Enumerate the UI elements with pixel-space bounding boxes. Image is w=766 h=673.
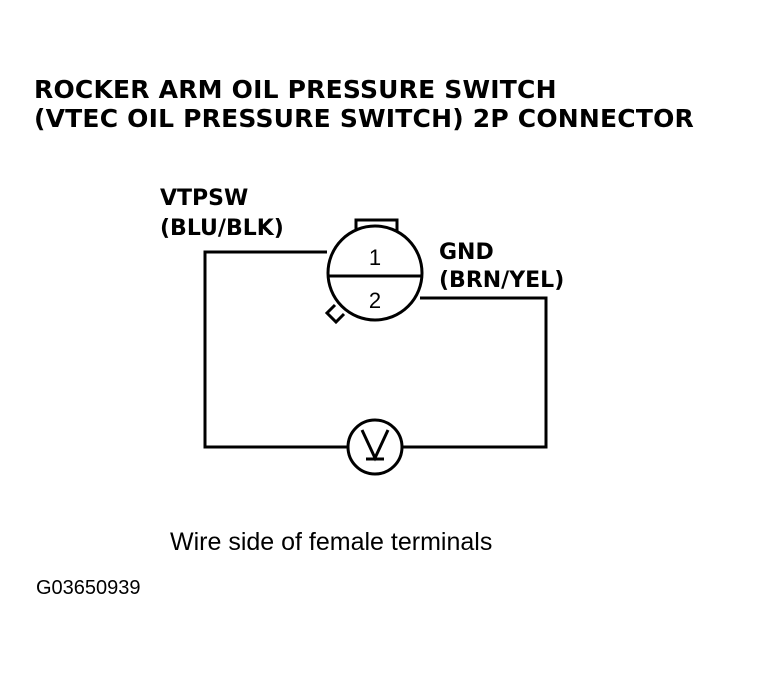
terminal-1-wire-color: (BLU/BLK) bbox=[160, 216, 284, 241]
diagram-caption: Wire side of female terminals bbox=[170, 528, 493, 556]
connector-key-notch bbox=[324, 303, 346, 325]
diagram-title-line-1: ROCKER ARM OIL PRESSURE SWITCH bbox=[34, 75, 557, 104]
terminal-2-name: GND bbox=[439, 240, 494, 265]
voltmeter-icon bbox=[346, 418, 404, 476]
pin-1-number: 1 bbox=[369, 245, 381, 270]
terminal-1-name: VTPSW bbox=[160, 186, 249, 211]
connector-lock-tab bbox=[354, 218, 399, 234]
wire-vtpsw bbox=[203, 250, 348, 449]
pin-2-number: 2 bbox=[369, 288, 381, 313]
diagram-title-line-2: (VTEC OIL PRESSURE SWITCH) 2P CONNECTOR bbox=[34, 104, 694, 133]
connector-body bbox=[326, 224, 424, 322]
figure-id: G03650939 bbox=[36, 577, 141, 599]
wire-gnd bbox=[402, 296, 548, 449]
connector-2p: 1 2 bbox=[324, 218, 424, 325]
terminal-2-wire-color: (BRN/YEL) bbox=[439, 268, 565, 293]
